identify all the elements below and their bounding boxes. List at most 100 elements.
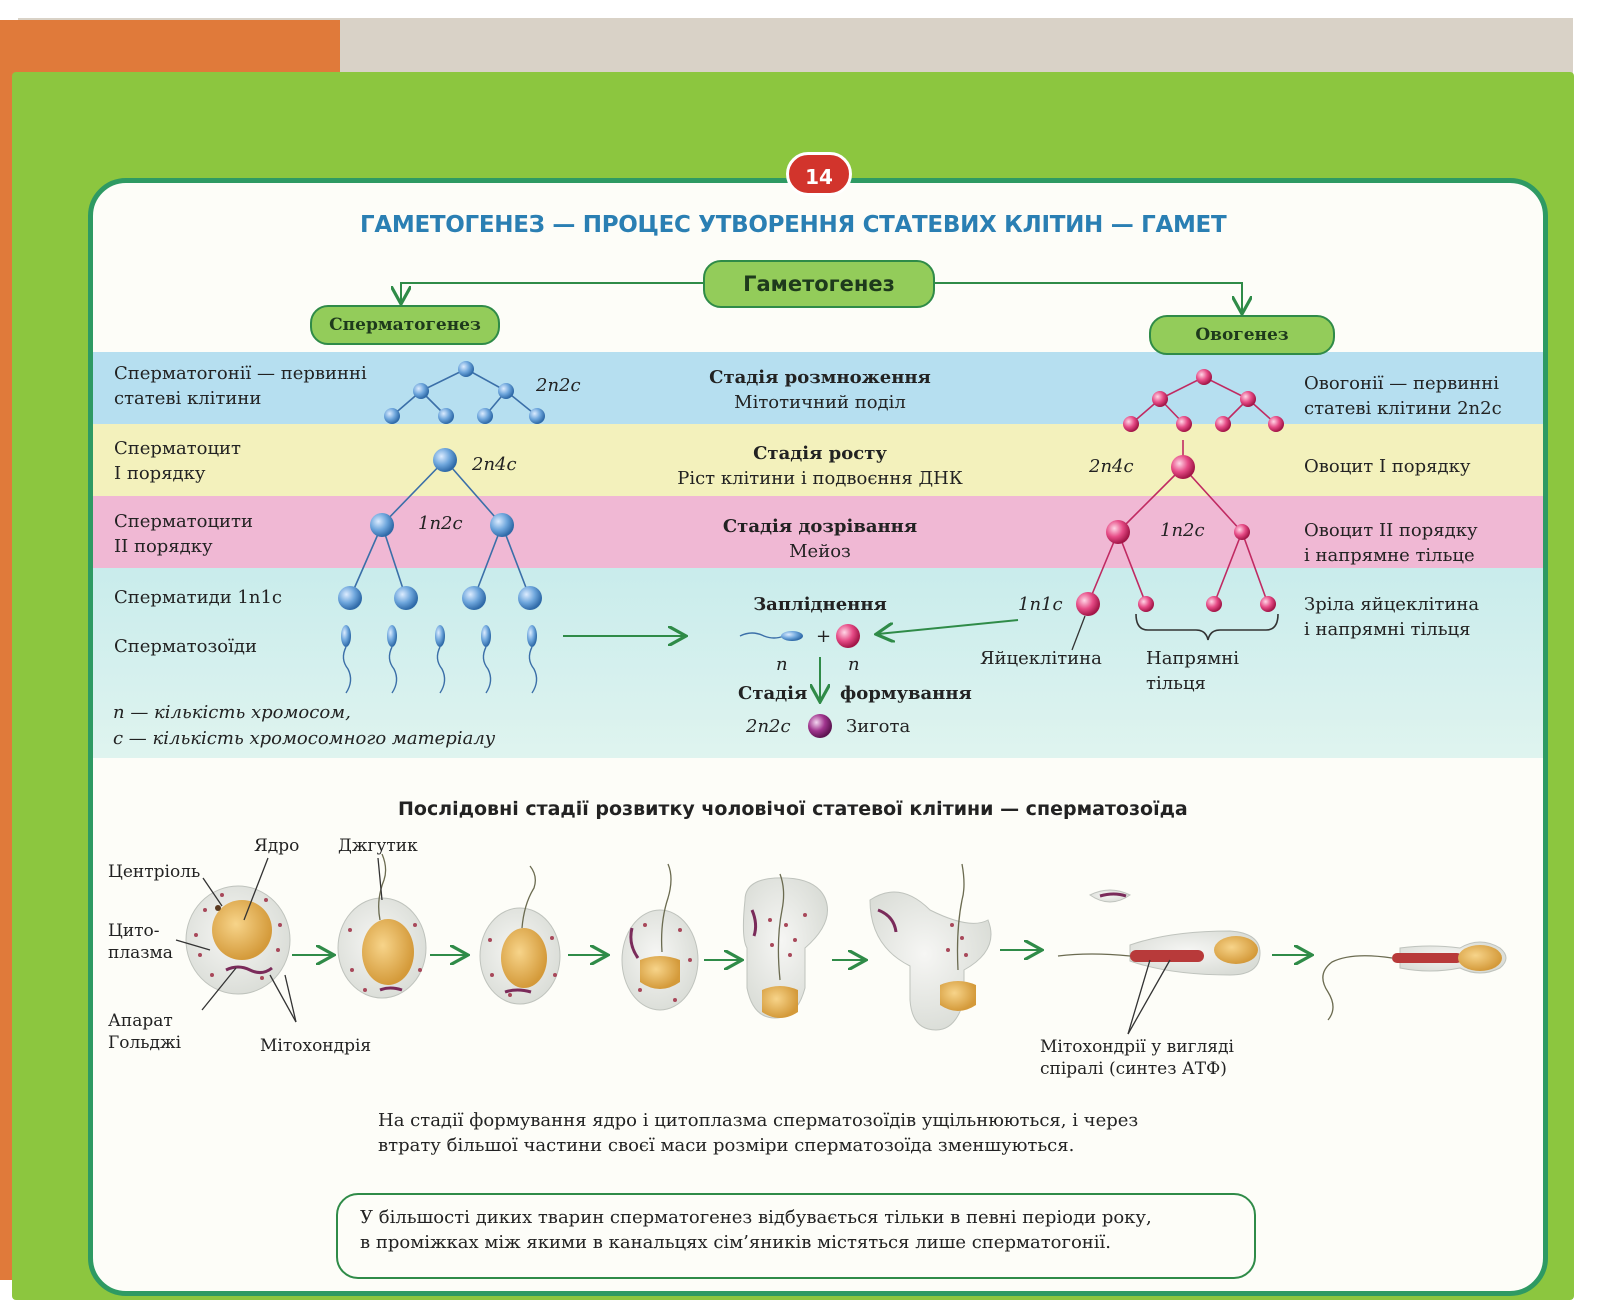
formula-1n2c-right: 1n2c — [1160, 520, 1205, 541]
spermatocyte-1-label: Сперматоцит І порядку — [114, 436, 241, 486]
zygote-formula: 2n2c — [746, 716, 791, 737]
sperm-stage-8 — [1322, 941, 1507, 1021]
formula-2n4c-left: 2n4c — [472, 454, 517, 475]
spermatocyte-2-label: Сперматоцити ІІ порядку — [114, 509, 253, 559]
egg-cell-label: Яйцеклітина — [980, 648, 1102, 669]
polar-bodies-line-1: Напрямні — [1146, 648, 1240, 669]
n-right: n — [848, 654, 860, 675]
stage-maturation-title: Стадія дозрівання — [722, 516, 918, 537]
page-title: Гаметогенез — процес утворення статевих … — [360, 212, 1227, 238]
spermatocyte-1-cell — [433, 448, 457, 472]
golgi-line-2: Гольджі — [108, 1033, 182, 1053]
formula-2n2c-left: 2n2c — [536, 375, 581, 396]
polar-body-1 — [1234, 524, 1250, 540]
stage-formation-a: Стадія — [738, 683, 808, 704]
oogonia-label: Овогонії — первинні статеві клітини 2n2c — [1304, 371, 1502, 421]
stage-maturation-desc: Мейоз — [789, 541, 851, 562]
stage-formation-b: формування — [840, 683, 972, 704]
spermatogonia-line-2: статеві клітини — [114, 388, 262, 409]
cytoplasm-line-1: Цито- — [108, 921, 160, 941]
spermatogenesis-tree — [349, 368, 538, 599]
sperm-stage-1 — [185, 885, 291, 995]
nucleus-label: Ядро — [254, 836, 300, 856]
oocyte-1-cell — [1171, 455, 1195, 479]
mitochondrion-label: Мітохондрія — [260, 1036, 372, 1056]
formation-note-line-2: втрату більшої частини своєї маси розмір… — [378, 1135, 1075, 1156]
sperm-stage-2 — [337, 853, 427, 999]
stage-multiplication: Стадія розмноження Мітотичний поділ — [650, 365, 990, 415]
oocyte-2-line-2: і напрямне тільце — [1304, 545, 1475, 566]
spermatocyte-2-line-2: ІІ порядку — [114, 536, 213, 557]
mature-egg-label: Зріла яйцеклітина і напрямні тільця — [1304, 592, 1479, 642]
sperm-stage-5 — [742, 873, 828, 1019]
fertilization-egg — [836, 624, 860, 648]
n-left: n — [776, 654, 788, 675]
golgi-label: Апарат Гольджі — [108, 1010, 181, 1054]
zygote-label: Зигота — [846, 716, 911, 737]
sperm-stage-3 — [479, 865, 561, 1005]
band-multiplication — [93, 352, 1543, 424]
info-box-line-1: У більшості диких тварин сперматогенез в… — [360, 1207, 1152, 1228]
fertilization-title: Запліднення — [753, 594, 887, 615]
oogonia-line-1: Овогонії — первинні — [1304, 373, 1500, 394]
mito-spiral-line-1: Мітохондрії у вигляді — [1040, 1037, 1234, 1057]
polar-bodies-line-2: тільця — [1146, 673, 1206, 694]
band-maturation — [93, 496, 1543, 568]
info-box: У більшості диких тварин сперматогенез в… — [336, 1193, 1256, 1279]
formation-note: На стадії формування ядро і цитоплазма с… — [378, 1108, 1238, 1158]
stage-arrows — [292, 950, 1310, 960]
arrow-from-egg — [878, 619, 1019, 634]
egg-cell — [1076, 592, 1100, 616]
spermatids-label: Сперматиди 1n1c — [114, 587, 283, 608]
stage-growth-desc: Ріст клітини і подвоєння ДНК — [677, 468, 963, 489]
stage-growth: Стадія росту Ріст клітини і подвоєння ДН… — [640, 441, 1000, 491]
spermatocyte-1-line-2: І порядку — [114, 463, 206, 484]
mature-egg-line-1: Зріла яйцеклітина — [1304, 594, 1480, 615]
spermatozoa-cells — [341, 625, 538, 694]
flagellum-label: Джгутик — [338, 836, 418, 856]
legend-n: n — кількість хромосом, — [113, 702, 351, 723]
oogonia-line-2: статеві клітини 2n2c — [1304, 398, 1502, 419]
formula-1n2c-left: 1n2c — [418, 513, 463, 534]
stage-maturation: Стадія дозрівання Мейоз — [650, 514, 990, 564]
legend-c: c — кількість хромосомного матеріалу — [113, 728, 496, 749]
spermatogonia-label: Сперматогонії — первинні статеві клітини — [114, 361, 367, 411]
spermatozoa-label: Сперматозоїди — [114, 636, 257, 657]
page-number-badge: 14 — [786, 152, 852, 196]
oocyte-2-label: Овоцит ІІ порядку і напрямне тільце — [1304, 518, 1478, 568]
oogenesis-pill: Овогенез — [1149, 315, 1335, 355]
spermatocyte-2-cell — [490, 513, 514, 537]
egg-pointer — [1071, 615, 1086, 651]
oogonia-cells — [1123, 369, 1284, 432]
callout-lines — [175, 857, 1171, 1035]
cytoplasm-line-2: плазма — [108, 943, 173, 963]
sperm-development-title: Послідовні стадії розвитку чоловічої ста… — [398, 798, 1188, 820]
spermatogenesis-pill: Сперматогенез — [310, 305, 500, 345]
mito-spiral-label: Мітохондрії у вигляді спіралі (синтез АТ… — [1040, 1036, 1234, 1080]
cytoplasm-label: Цито- плазма — [108, 920, 173, 964]
formula-1n1c-right: 1n1c — [1018, 594, 1063, 615]
oogenesis-tree — [1087, 376, 1277, 605]
sperm-stage-7 — [1057, 889, 1261, 976]
formation-note-line-1: На стадії формування ядро і цитоплазма с… — [378, 1110, 1139, 1131]
spermatocyte-2-line-1: Сперматоцити — [114, 511, 253, 532]
oocyte-1-label: Овоцит І порядку — [1304, 456, 1471, 477]
mature-egg-line-2: і напрямні тільця — [1304, 619, 1471, 640]
oocyte-2-cell — [1106, 520, 1130, 544]
polar-bodies-label: Напрямні тільця — [1146, 646, 1239, 696]
sperm-stage-4 — [621, 863, 699, 1011]
sperm-stage-6 — [869, 863, 992, 1031]
spermatid-cells — [338, 586, 542, 610]
polar-body — [1260, 596, 1276, 612]
spermatocyte-1-line-1: Сперматоцит — [114, 438, 242, 459]
golgi-line-1: Апарат — [108, 1011, 173, 1031]
plus-sign: + — [816, 626, 832, 647]
band-growth — [93, 424, 1543, 496]
info-box-line-2: в проміжках між якими в канальцях сім’ян… — [360, 1232, 1112, 1253]
gametogenesis-pill: Гаметогенез — [703, 260, 935, 308]
spermatocyte-2-cell — [370, 513, 394, 537]
polar-bodies-brace — [1135, 613, 1279, 641]
zygote-cell — [808, 714, 832, 738]
stage-multiplication-title: Стадія розмноження — [709, 367, 931, 388]
